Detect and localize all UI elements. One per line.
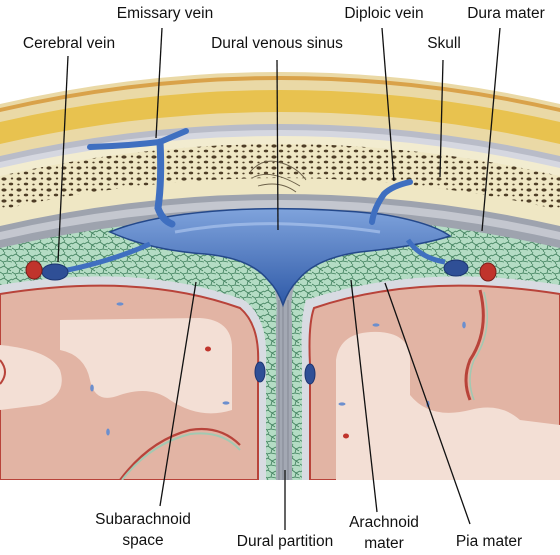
dural-venous-sinus (108, 207, 452, 308)
label-subarachnoid-space-line1: Subarachnoid (95, 511, 191, 528)
label-emissary-vein: Emissary vein (117, 5, 213, 22)
label-pia-mater: Pia mater (456, 533, 522, 550)
left-hemisphere (0, 276, 267, 481)
cerebral-veins (25, 238, 497, 385)
dural-partition-falx (262, 265, 306, 480)
label-arachnoid-mater-line2: mater (364, 535, 404, 552)
label-dura-mater: Dura mater (467, 5, 545, 22)
label-dural-partition: Dural partition (237, 533, 334, 550)
label-subarachnoid-space-line2: space (122, 532, 163, 549)
diploic-vein (369, 179, 413, 225)
label-dural-venous-sinus: Dural venous sinus (211, 35, 343, 52)
label-arachnoid-mater-line1: Arachnoid (349, 514, 419, 531)
label-cerebral-vein: Cerebral vein (23, 35, 115, 52)
leader-lines (57, 27, 501, 530)
right-hemisphere (301, 276, 560, 481)
label-skull: Skull (427, 35, 461, 52)
labels: Emissary vein Diploic vein Dura mater Ce… (23, 5, 545, 552)
emissary-vein (87, 128, 189, 228)
label-diploic-vein: Diploic vein (344, 5, 423, 22)
